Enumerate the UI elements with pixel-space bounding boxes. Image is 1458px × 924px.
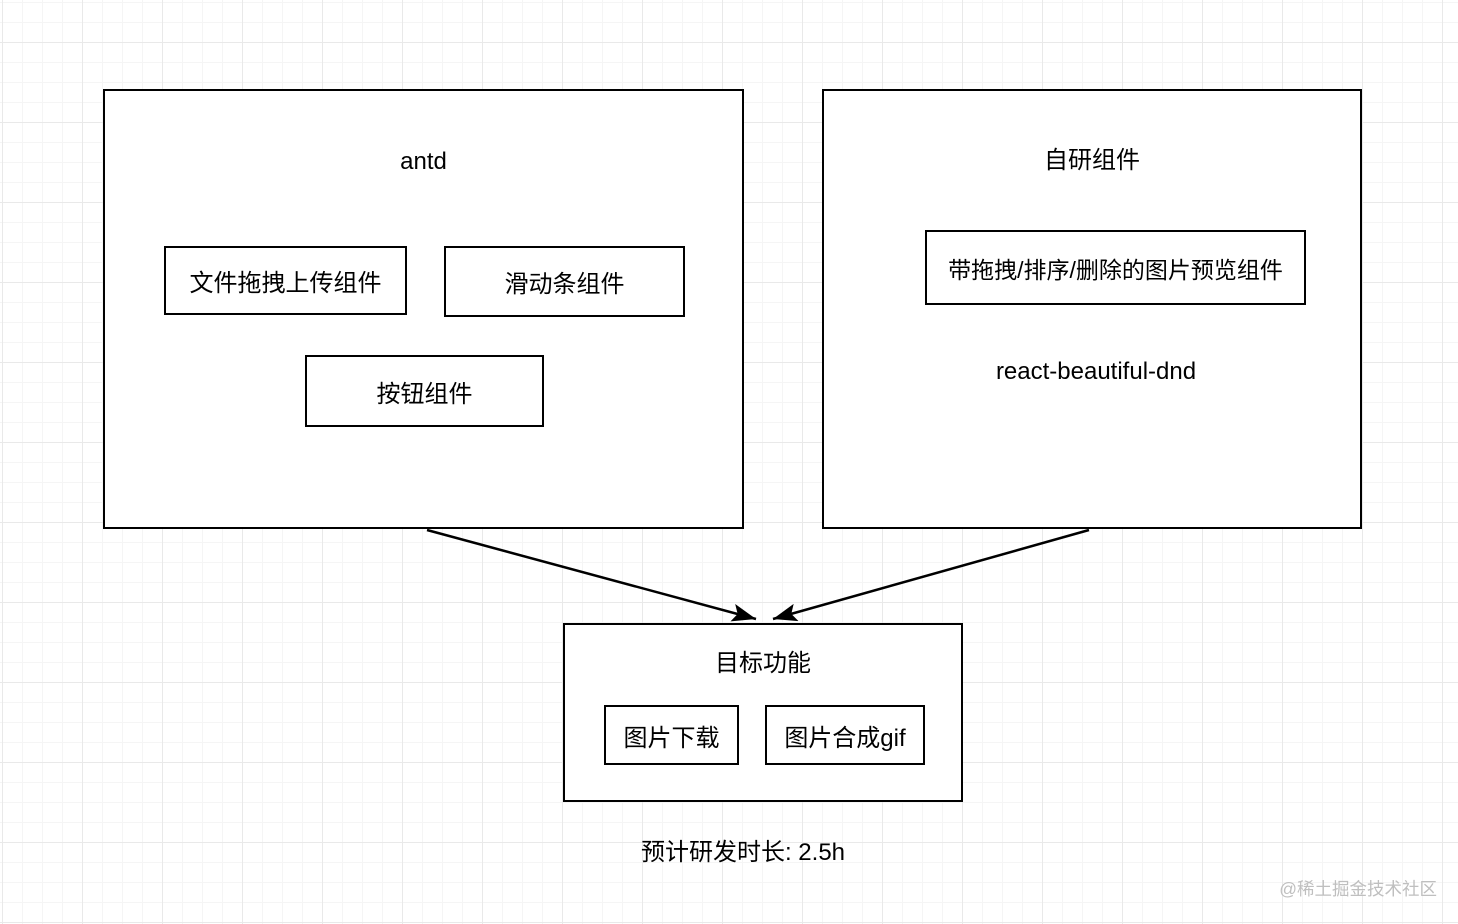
group-antd: antd 文件拖拽上传组件 滑动条组件 按钮组件 xyxy=(103,89,744,529)
group-target-feature: 目标功能 图片下载 图片合成gif xyxy=(563,623,963,802)
node-image-preview-component: 带拖拽/排序/删除的图片预览组件 xyxy=(925,230,1306,305)
label-react-beautiful-dnd: react-beautiful-dnd xyxy=(995,358,1197,385)
arrow-self-developed-to-target xyxy=(772,528,1090,622)
node-label: 滑动条组件 xyxy=(504,271,625,298)
arrow-antd-to-target xyxy=(426,528,757,622)
node-label: 图片下载 xyxy=(623,724,720,752)
group-self-developed-title: 自研组件 xyxy=(1044,147,1140,174)
watermark-label: @稀土掘金技术社区 xyxy=(1279,879,1437,899)
node-image-download: 图片下载 xyxy=(604,705,739,765)
group-self-developed: 自研组件 带拖拽/排序/删除的图片预览组件 react-beautiful-dn… xyxy=(822,89,1362,529)
node-label: 按钮组件 xyxy=(376,380,473,408)
node-label: 图片合成gif xyxy=(784,724,906,752)
footer-estimate-note: 预计研发时长: 2.5h xyxy=(640,839,846,866)
node-slider-component: 滑动条组件 xyxy=(444,246,685,317)
node-label: 带拖拽/排序/删除的图片预览组件 xyxy=(948,256,1283,283)
node-image-to-gif: 图片合成gif xyxy=(765,705,925,765)
node-label: 文件拖拽上传组件 xyxy=(189,270,382,297)
node-file-drag-upload-component: 文件拖拽上传组件 xyxy=(164,246,407,315)
node-button-component: 按钮组件 xyxy=(305,355,544,427)
group-antd-title: antd xyxy=(400,148,447,175)
group-target-feature-title: 目标功能 xyxy=(715,650,811,677)
